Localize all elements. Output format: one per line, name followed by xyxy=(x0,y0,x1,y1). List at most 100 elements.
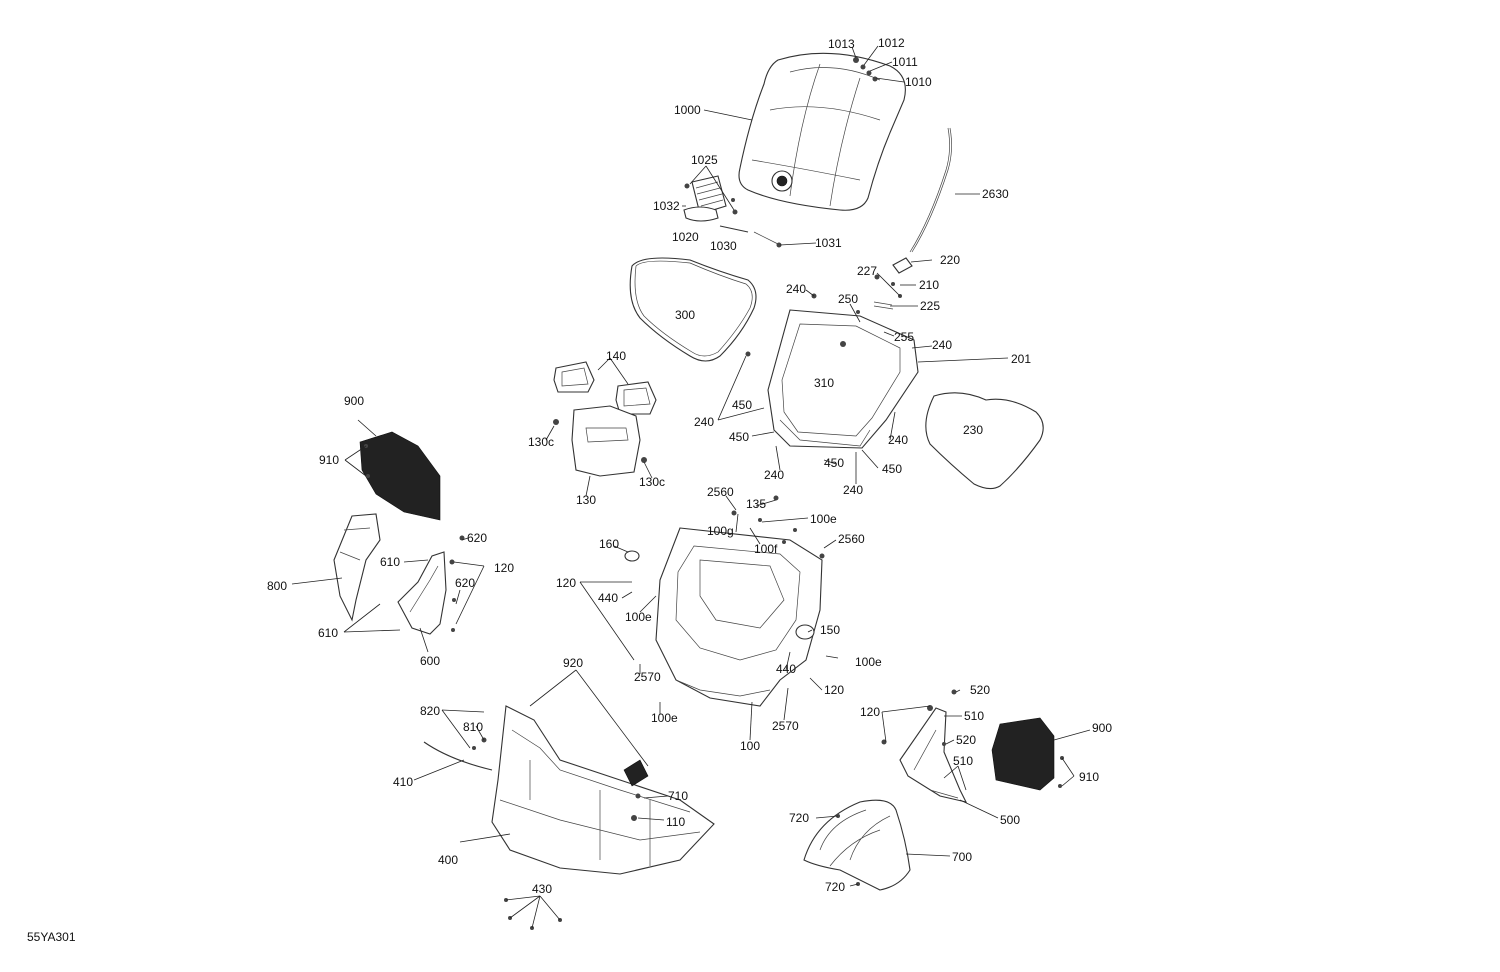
label-240-f: 240 xyxy=(843,483,863,497)
label-100e-d: 100e xyxy=(651,711,678,725)
label-2560-b: 2560 xyxy=(838,532,865,546)
label-910-a: 910 xyxy=(319,453,339,467)
label-150: 150 xyxy=(820,623,840,637)
label-710: 710 xyxy=(668,789,688,803)
part-150-plug xyxy=(795,624,815,640)
label-100: 100 xyxy=(740,739,760,753)
label-100e-a: 100e xyxy=(810,512,837,526)
label-2570-a: 2570 xyxy=(634,670,661,684)
label-2560-a: 2560 xyxy=(707,485,734,499)
label-300: 300 xyxy=(675,308,695,322)
part-140-lamps xyxy=(553,361,657,415)
label-120-c: 120 xyxy=(824,683,844,697)
part-1025-latch xyxy=(683,175,738,222)
part-900-grille-right xyxy=(991,717,1064,791)
label-1031: 1031 xyxy=(815,236,842,250)
label-800: 800 xyxy=(267,579,287,593)
label-610-a: 610 xyxy=(380,555,400,569)
label-160: 160 xyxy=(599,537,619,551)
label-1010: 1010 xyxy=(905,75,932,89)
label-520-a: 520 xyxy=(970,683,990,697)
label-130: 130 xyxy=(576,493,596,507)
label-220: 220 xyxy=(940,253,960,267)
label-225: 225 xyxy=(920,299,940,313)
label-610-b: 610 xyxy=(318,626,338,640)
label-920: 920 xyxy=(563,656,583,670)
label-130c-a: 130c xyxy=(528,435,554,449)
part-500-bracket-right xyxy=(881,689,968,803)
part-410-trim xyxy=(423,741,493,771)
label-430: 430 xyxy=(532,882,552,896)
label-250: 250 xyxy=(838,292,858,306)
label-240-b: 240 xyxy=(932,338,952,352)
part-810-clip xyxy=(472,737,487,750)
label-201: 201 xyxy=(1011,352,1031,366)
label-520-b: 520 xyxy=(956,733,976,747)
label-240-e: 240 xyxy=(764,468,784,482)
part-130-bracket xyxy=(553,405,647,477)
label-620-a: 620 xyxy=(467,531,487,545)
label-1012: 1012 xyxy=(878,36,905,50)
label-510-b: 510 xyxy=(953,754,973,768)
part-900-grille-left xyxy=(359,431,441,521)
label-310: 310 xyxy=(814,376,834,390)
label-100e-b: 100e xyxy=(625,610,652,624)
callout-labels: 1013 1012 1011 1010 1000 1025 1032 1020 … xyxy=(267,36,1112,896)
label-240-d: 240 xyxy=(888,433,908,447)
label-440-a: 440 xyxy=(598,591,618,605)
leader-lines xyxy=(291,45,1091,929)
label-2570-b: 2570 xyxy=(772,719,799,733)
label-1013: 1013 xyxy=(828,37,855,51)
part-700-fender-liner xyxy=(803,799,911,891)
label-900-a: 900 xyxy=(344,394,364,408)
label-1020: 1020 xyxy=(672,230,699,244)
label-110: 110 xyxy=(666,815,685,829)
label-240-c: 240 xyxy=(694,415,714,429)
label-720-b: 720 xyxy=(825,880,845,894)
part-1000-hood xyxy=(738,52,906,211)
label-1025: 1025 xyxy=(691,153,718,167)
part-100-body xyxy=(655,495,825,707)
label-820: 820 xyxy=(420,704,440,718)
label-510-a: 510 xyxy=(964,709,984,723)
label-500: 500 xyxy=(1000,813,1020,827)
label-230: 230 xyxy=(963,423,983,437)
label-140: 140 xyxy=(606,349,626,363)
label-120-d: 120 xyxy=(860,705,880,719)
label-255: 255 xyxy=(894,330,914,344)
label-1030: 1030 xyxy=(710,239,737,253)
label-910-b: 910 xyxy=(1079,770,1099,784)
label-900-b: 900 xyxy=(1092,721,1112,735)
label-400: 400 xyxy=(438,853,458,867)
label-130c-b: 130c xyxy=(639,475,665,489)
label-120-a: 120 xyxy=(494,561,514,575)
label-120-b: 120 xyxy=(556,576,576,590)
label-100f: 100f xyxy=(754,542,778,556)
label-240-a: 240 xyxy=(786,282,806,296)
label-410: 410 xyxy=(393,775,413,789)
part-230-seal xyxy=(925,392,1044,490)
label-450-b: 450 xyxy=(729,430,749,444)
label-600: 600 xyxy=(420,654,440,668)
part-201-frame xyxy=(745,309,919,449)
label-210: 210 xyxy=(919,278,939,292)
label-810: 810 xyxy=(463,720,483,734)
label-700: 700 xyxy=(952,850,972,864)
label-450-c: 450 xyxy=(824,456,844,470)
label-2630: 2630 xyxy=(982,187,1009,201)
part-600-bracket-left xyxy=(397,535,465,635)
label-720-a: 720 xyxy=(789,811,809,825)
part-800-side-panel xyxy=(333,513,381,622)
label-100e-c: 100e xyxy=(855,655,882,669)
part-2630-cable xyxy=(909,127,952,253)
part-300-seal xyxy=(629,257,757,362)
label-135: 135 xyxy=(746,497,766,511)
part-400-front-fascia xyxy=(491,705,715,875)
diagram-code: 55YA301 xyxy=(27,930,76,944)
label-1032: 1032 xyxy=(653,199,680,213)
label-1000: 1000 xyxy=(674,103,701,117)
label-620-b: 620 xyxy=(455,576,475,590)
label-450-d: 450 xyxy=(882,462,902,476)
label-440-b: 440 xyxy=(776,662,796,676)
